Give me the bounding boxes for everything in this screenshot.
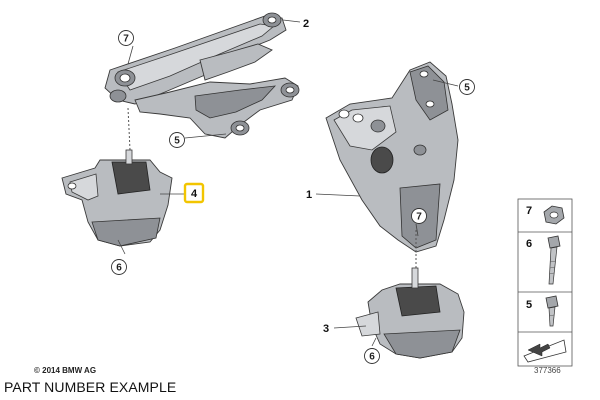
copyright-notice: © 2014 BMW AG [34, 366, 97, 375]
callout-4-highlighted: 4 [183, 182, 205, 204]
svg-text:7: 7 [123, 34, 129, 45]
engine-support-bracket [104, 12, 300, 151]
long-bolt-icon [547, 235, 561, 285]
flange-nut-icon [543, 205, 565, 225]
svg-text:1: 1 [306, 189, 312, 201]
callout-5-right: 5 [459, 79, 475, 95]
svg-text:7: 7 [416, 212, 422, 223]
svg-text:5: 5 [464, 83, 470, 94]
fastener-legend: 7 6 5 [517, 198, 573, 367]
shim-wedge-icon [523, 339, 567, 363]
svg-text:7: 7 [526, 205, 532, 217]
caption: PART NUMBER EXAMPLE [4, 379, 177, 395]
callout-5-left: 5 [169, 132, 185, 148]
svg-text:5: 5 [526, 299, 532, 311]
short-bolt-icon [545, 295, 559, 327]
leader-lines [117, 19, 459, 347]
diagram-number: 377366 [534, 366, 561, 375]
svg-text:6: 6 [116, 263, 122, 274]
callout-2: 2 [303, 18, 309, 30]
callout-1: 1 [306, 189, 312, 201]
callout-3: 3 [323, 323, 329, 335]
svg-text:2: 2 [303, 18, 309, 30]
svg-text:3: 3 [323, 323, 329, 335]
legend-item-6: 6 [526, 235, 561, 285]
callout-7-right: 7 [411, 208, 427, 224]
svg-text:6: 6 [526, 238, 532, 250]
engine-mount-left [61, 149, 173, 247]
svg-text:6: 6 [369, 352, 375, 363]
legend-item-7: 7 [526, 205, 565, 225]
svg-text:5: 5 [174, 136, 180, 147]
callout-6-right: 6 [364, 348, 380, 364]
engine-carrier-bracket [325, 61, 459, 268]
svg-text:4: 4 [191, 188, 198, 200]
legend-item-5: 5 [526, 295, 559, 327]
callout-7-top: 7 [118, 30, 134, 46]
callout-6-left: 6 [111, 259, 127, 275]
engine-mount-right [355, 267, 465, 359]
